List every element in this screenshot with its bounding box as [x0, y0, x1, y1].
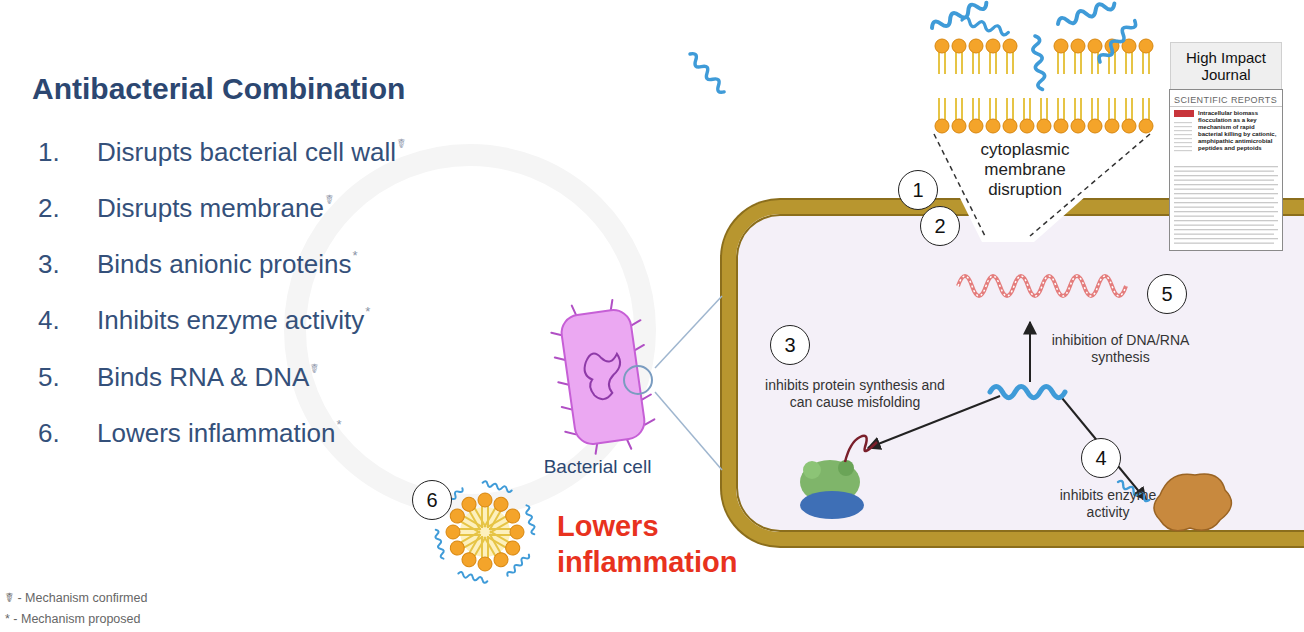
- callout-digit: 3: [784, 334, 795, 356]
- callout-digit: 4: [1095, 447, 1106, 469]
- mechanism-item: Disrupts bacterial cell wall: [97, 134, 396, 170]
- legend-row: ☤ - Mechanism confirmed: [5, 590, 147, 606]
- legend-entry: ☤ - Mechanism confirmed: [5, 590, 147, 606]
- bacterium-label: Bacterial cell: [520, 456, 675, 478]
- journal-heading: High Impact Journal: [1171, 49, 1281, 83]
- evidence-marker: ☤: [310, 361, 319, 377]
- list-number: 5.: [38, 359, 97, 395]
- mechanism-item: Binds anionic proteins: [97, 246, 351, 282]
- journal-name: SCIENTIFIC REPORTS: [1174, 95, 1277, 105]
- callout-number: 4: [1081, 438, 1121, 478]
- list-number: 4.: [38, 302, 97, 338]
- list-row: 4.Inhibits enzyme activity*: [38, 302, 370, 338]
- effect-label: Lowers inflammation: [557, 508, 757, 580]
- list-number: 6.: [38, 415, 97, 451]
- list-row: 5.Binds RNA & DNA☤: [38, 359, 319, 395]
- mechanism-text: inhibition of DNA/RNA synthesis: [1038, 332, 1203, 366]
- slide-title: Antibacterial Combination: [32, 69, 405, 109]
- bacterium: Bacterial cell: [540, 290, 655, 480]
- journal-thumbnail: SCIENTIFIC REPORTS Intracellular biomass …: [1169, 89, 1283, 251]
- mechanism-text: inhibits protein synthesis and can cause…: [760, 377, 950, 411]
- list-row: 1.Disrupts bacterial cell wall☤: [38, 134, 406, 170]
- list-number: 1.: [38, 134, 97, 170]
- zoom-caption: cytoplasmic membrane disruption: [955, 140, 1095, 200]
- membrane-peptides: [930, 0, 1138, 90]
- zoom-connector: [655, 296, 722, 368]
- list-number: 2.: [38, 190, 97, 226]
- evidence-marker: ☤: [325, 192, 334, 208]
- lipid-bilayer: [935, 39, 1153, 133]
- bacterial-cell-zoom: inhibition of DNA/RNA synthesis inhibits …: [722, 200, 1304, 546]
- list-number: 3.: [38, 246, 97, 282]
- list-row: 2.Disrupts membrane☤: [38, 190, 334, 226]
- callout-number: 2: [920, 206, 960, 246]
- list-row: 6.Lowers inflammation*: [38, 415, 342, 451]
- callout-number: 5: [1147, 274, 1187, 314]
- evidence-marker: *: [365, 304, 370, 320]
- callout-number: 6: [412, 480, 452, 520]
- mechanism-item: Binds RNA & DNA: [97, 359, 309, 395]
- callout-digit: 1: [912, 179, 923, 201]
- mechanism-text: inhibits enzyme activity: [1053, 487, 1163, 521]
- bacterium-drawing: [548, 296, 658, 457]
- mechanism-item: Lowers inflammation: [97, 415, 335, 451]
- callout-digit: 5: [1161, 283, 1172, 305]
- legend-entry: * - Mechanism proposed: [5, 611, 140, 627]
- article-title: Intracellular biomass flocculation as a …: [1198, 110, 1280, 152]
- callout-number: 1: [898, 170, 938, 210]
- list-row: 3.Binds anionic proteins*: [38, 246, 357, 282]
- zoom-connector: [655, 392, 722, 470]
- callout-number: 3: [770, 325, 810, 365]
- evidence-marker: ☤: [397, 136, 406, 152]
- mechanism-item: Disrupts membrane: [97, 190, 324, 226]
- legend-row: * - Mechanism proposed: [5, 611, 140, 627]
- evidence-marker: *: [352, 248, 357, 264]
- journal-box: High Impact JournalSCIENTIFIC REPORTS Int…: [1170, 42, 1282, 250]
- mechanism-item: Inhibits enzyme activity: [97, 302, 364, 338]
- callout-digit: 6: [426, 489, 437, 511]
- floating-peptide: [687, 51, 727, 94]
- callout-digit: 2: [934, 215, 945, 237]
- evidence-marker: *: [336, 417, 341, 433]
